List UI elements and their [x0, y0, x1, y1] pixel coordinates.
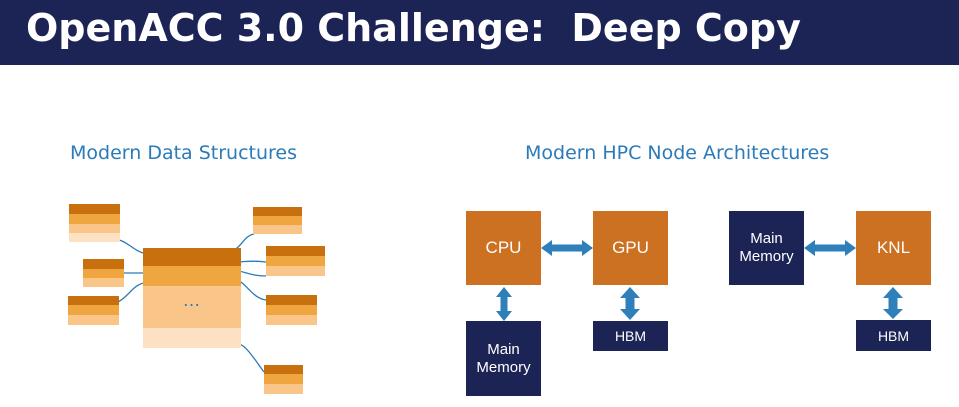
- record-block: [264, 365, 303, 394]
- main-memory-box: Main Memory: [466, 321, 541, 396]
- cpu-label: CPU: [485, 238, 522, 257]
- main-memory-label-line2: Memory: [476, 358, 531, 376]
- record-block: [68, 296, 119, 325]
- central-record: [143, 248, 241, 348]
- gpu-hbm-box: HBM: [593, 321, 668, 351]
- knl-main-memory-label-line2: Memory: [739, 248, 794, 265]
- knl-hbm-label: HBM: [877, 327, 910, 344]
- knl-box: KNL: [856, 211, 931, 285]
- knl-main-memory-box: Main Memory: [729, 211, 804, 285]
- record-block: [266, 295, 317, 325]
- ellipsis: …: [182, 290, 202, 310]
- gpu-box: GPU: [593, 211, 668, 285]
- gpu-hbm-label: HBM: [614, 328, 647, 344]
- slide-title: OpenACC 3.0 Challenge: Deep Copy: [26, 6, 801, 50]
- gpu-label: GPU: [612, 238, 649, 257]
- cpu-box: CPU: [466, 211, 541, 285]
- title-bar: OpenACC 3.0 Challenge: Deep Copy: [0, 0, 959, 65]
- knl-hbm-arrow: [883, 287, 903, 319]
- record-block: [253, 207, 302, 234]
- cpu-gpu-arrow: [541, 240, 593, 256]
- hpc-architectures-heading: Modern HPC Node Architectures: [525, 142, 830, 164]
- record-block: [69, 204, 120, 242]
- main-memory-label-line1: Main: [487, 340, 520, 358]
- knl-main-memory-label-line1: Main: [750, 230, 783, 247]
- record-block: [83, 259, 124, 287]
- cpu-memory-arrow: [496, 287, 512, 321]
- memory-knl-arrow: [804, 240, 856, 256]
- knl-hbm-box: HBM: [856, 320, 931, 351]
- data-structures-heading: Modern Data Structures: [70, 142, 298, 164]
- knl-label: KNL: [876, 238, 911, 257]
- record-block: [266, 246, 325, 276]
- gpu-hbm-arrow: [620, 287, 640, 320]
